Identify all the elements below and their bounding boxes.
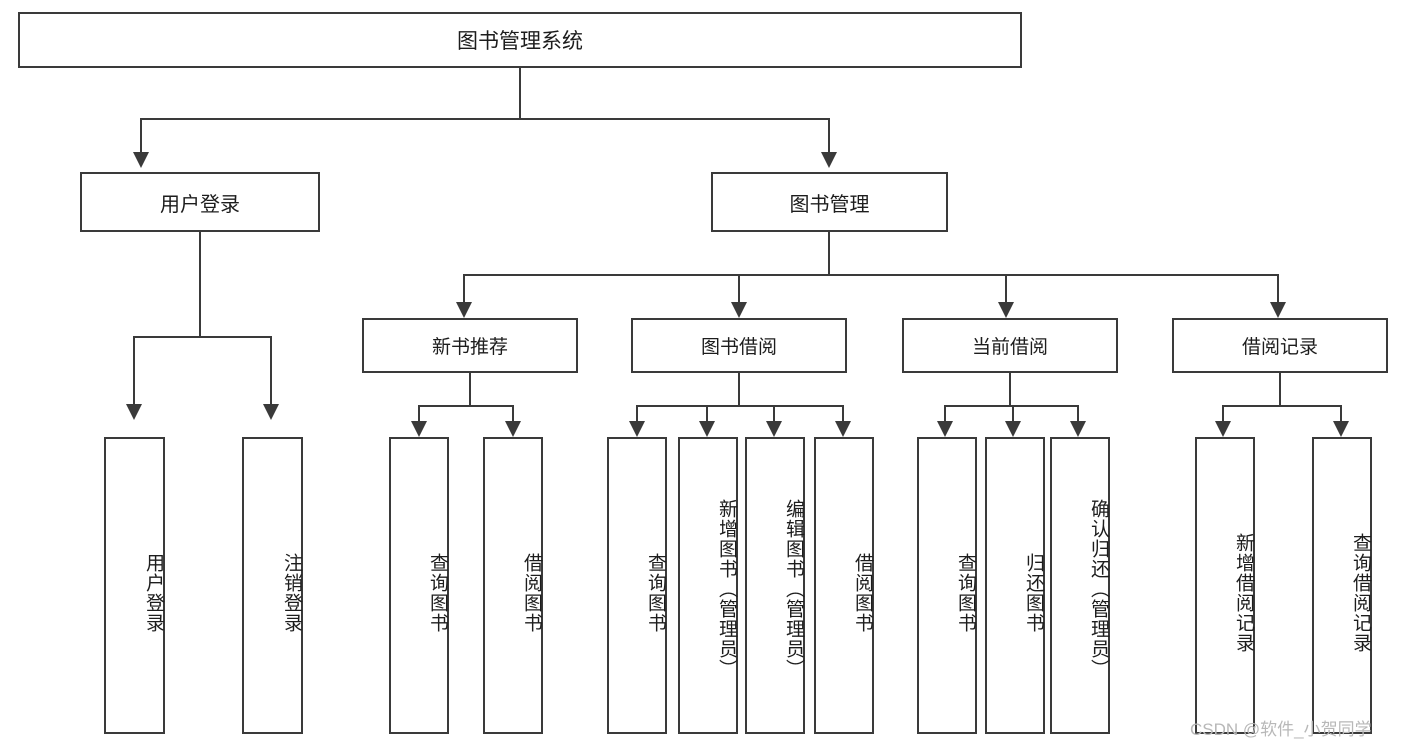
- connector-borrow-record-bar: [1222, 405, 1342, 407]
- node-label: 借阅记录: [1241, 337, 1318, 358]
- arrow-to-user-login: [133, 152, 149, 168]
- connector-cb-drop-1: [944, 405, 946, 423]
- connector-level3-drop-4: [1277, 274, 1279, 304]
- node-label: 归还图书: [1023, 552, 1044, 633]
- connector-book-management-stem: [828, 232, 830, 274]
- arrow-to-leaf-query-record: [1333, 421, 1349, 437]
- connector-user-login-stem: [199, 232, 201, 336]
- connector-user-login-bar: [133, 336, 270, 338]
- connector-root-stem: [519, 68, 521, 118]
- node-label: 查询图书: [955, 552, 976, 633]
- node-borrow-record[interactable]: 借阅记录: [1172, 318, 1388, 373]
- arrow-to-leaf-logout: [263, 404, 279, 420]
- node-label: 用户登录: [143, 552, 164, 633]
- leaf-query-book-3[interactable]: 查询图书: [917, 437, 977, 734]
- node-label: 借阅图书: [521, 552, 542, 633]
- leaf-query-book-2[interactable]: 查询图书: [607, 437, 667, 734]
- arrow-to-leaf-user-login: [126, 404, 142, 420]
- connector-level3-drop-2: [738, 274, 740, 304]
- leaf-return-book[interactable]: 归还图书: [985, 437, 1045, 734]
- node-label: 借阅图书: [852, 552, 873, 633]
- arrow-to-leaf-query-book-1: [411, 421, 427, 437]
- node-label: 新增图书（管理员）: [716, 498, 737, 679]
- arrow-to-new-book-recommend: [456, 302, 472, 318]
- arrow-to-leaf-edit-book: [766, 421, 782, 437]
- leaf-user-login[interactable]: 用户登录: [104, 437, 165, 734]
- connector-new-book-recommend-stem: [469, 373, 471, 405]
- arrow-to-leaf-add-book: [699, 421, 715, 437]
- connector-level3-bar: [463, 274, 1279, 276]
- connector-book-borrow-bar: [636, 405, 844, 407]
- arrow-to-leaf-add-record: [1215, 421, 1231, 437]
- arrow-to-book-borrow: [731, 302, 747, 318]
- node-label: 新书推荐: [431, 337, 508, 358]
- arrow-to-leaf-borrow-book-1: [505, 421, 521, 437]
- leaf-edit-book-admin[interactable]: 编辑图书（管理员）: [745, 437, 805, 734]
- connector-current-borrow-stem: [1009, 373, 1011, 405]
- connector-cb-drop-2: [1012, 405, 1014, 423]
- node-label: 确认归还（管理员）: [1088, 498, 1109, 679]
- node-label: 查询图书: [427, 552, 448, 633]
- connector-bb-drop-2: [706, 405, 708, 423]
- node-current-borrow[interactable]: 当前借阅: [902, 318, 1118, 373]
- arrow-to-leaf-query-book-3: [937, 421, 953, 437]
- leaf-confirm-return-admin[interactable]: 确认归还（管理员）: [1050, 437, 1110, 734]
- arrow-to-borrow-record: [1270, 302, 1286, 318]
- leaf-add-book-admin[interactable]: 新增图书（管理员）: [678, 437, 738, 734]
- arrow-to-book-management: [821, 152, 837, 168]
- csdn-watermark: CSDN @软件_小贺同学: [1190, 720, 1372, 739]
- connector-book-borrow-stem: [738, 373, 740, 405]
- arrow-to-current-borrow: [998, 302, 1014, 318]
- arrow-to-leaf-confirm-return: [1070, 421, 1086, 437]
- leaf-query-borrow-record[interactable]: 查询借阅记录: [1312, 437, 1372, 734]
- connector-user-login-drop-1: [133, 336, 135, 406]
- connector-bb-drop-3: [773, 405, 775, 423]
- connector-level2-bar: [140, 118, 830, 120]
- connector-cb-drop-3: [1077, 405, 1079, 423]
- connector-current-borrow-bar: [944, 405, 1079, 407]
- node-label: 图书管理: [789, 193, 870, 216]
- connector-bb-drop-1: [636, 405, 638, 423]
- node-root-book-management-system[interactable]: 图书管理系统: [18, 12, 1022, 68]
- node-label: 图书借阅: [700, 337, 777, 358]
- node-label: 查询借阅记录: [1350, 532, 1371, 653]
- node-label: 用户登录: [160, 193, 240, 216]
- connector-borrow-record-stem: [1279, 373, 1281, 405]
- connector-level2-drop-2: [828, 118, 830, 154]
- connector-br-drop-1: [1222, 405, 1224, 423]
- arrow-to-leaf-query-book-2: [629, 421, 645, 437]
- node-label: 新增借阅记录: [1233, 532, 1254, 653]
- node-user-login[interactable]: 用户登录: [80, 172, 320, 232]
- connector-level3-drop-1: [463, 274, 465, 304]
- leaf-borrow-book-1[interactable]: 借阅图书: [483, 437, 543, 734]
- node-label: 当前借阅: [971, 337, 1048, 358]
- node-label: 查询图书: [645, 552, 666, 633]
- connector-level3-drop-3: [1005, 274, 1007, 304]
- node-book-borrow[interactable]: 图书借阅: [631, 318, 847, 373]
- node-new-book-recommend[interactable]: 新书推荐: [362, 318, 578, 373]
- leaf-add-borrow-record[interactable]: 新增借阅记录: [1195, 437, 1255, 734]
- arrow-to-leaf-return-book: [1005, 421, 1021, 437]
- node-label: 编辑图书（管理员）: [783, 498, 804, 679]
- connector-nbr-drop-2: [512, 405, 514, 423]
- leaf-logout[interactable]: 注销登录: [242, 437, 303, 734]
- connector-bb-drop-4: [842, 405, 844, 423]
- leaf-borrow-book-2[interactable]: 借阅图书: [814, 437, 874, 734]
- connector-user-login-drop-2: [270, 336, 272, 406]
- node-label: 注销登录: [281, 552, 302, 633]
- connector-level2-drop-1: [140, 118, 142, 154]
- node-book-management[interactable]: 图书管理: [711, 172, 948, 232]
- connector-br-drop-2: [1340, 405, 1342, 423]
- connector-nbr-drop-1: [418, 405, 420, 423]
- connector-new-book-recommend-bar: [418, 405, 514, 407]
- arrow-to-leaf-borrow-book-2: [835, 421, 851, 437]
- node-label: 图书管理系统: [457, 30, 583, 53]
- leaf-query-book-1[interactable]: 查询图书: [389, 437, 449, 734]
